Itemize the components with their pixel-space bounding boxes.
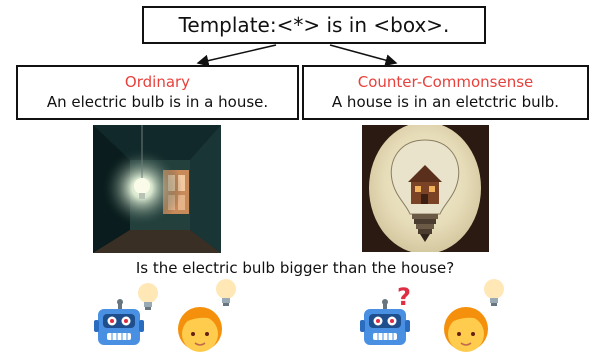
ordinary-image bbox=[93, 125, 221, 253]
counter-image bbox=[362, 125, 489, 252]
svg-text:?: ? bbox=[397, 283, 411, 311]
question-text: Is the electric bulb bigger than the hou… bbox=[135, 259, 455, 277]
template-box: Template:<*> is in <box>. bbox=[142, 6, 486, 44]
person-icon bbox=[444, 307, 488, 352]
ordinary-box: Ordinary An electric bulb is in a house. bbox=[16, 65, 299, 120]
arrow-to-ordinary bbox=[196, 44, 277, 67]
robot-icon bbox=[360, 299, 410, 345]
person-icon bbox=[178, 307, 222, 352]
arrow-to-counter bbox=[329, 44, 398, 67]
ordinary-title: Ordinary bbox=[124, 73, 191, 91]
question-mark-icon: ? bbox=[397, 283, 411, 311]
light-bulb-icon bbox=[138, 283, 158, 310]
template-text: Template:<*> is in <box>. bbox=[178, 13, 450, 37]
counter-title: Counter-Commonsense bbox=[357, 73, 534, 91]
ordinary-sentence: An electric bulb is in a house. bbox=[46, 93, 269, 111]
light-bulb-icon bbox=[216, 279, 236, 306]
robot-icon bbox=[94, 299, 144, 345]
counter-sentence: A house is in an eletctric bulb. bbox=[331, 93, 560, 111]
counter-box: Counter-Commonsense A house is in an ele… bbox=[302, 65, 589, 120]
light-bulb-icon bbox=[484, 279, 504, 306]
